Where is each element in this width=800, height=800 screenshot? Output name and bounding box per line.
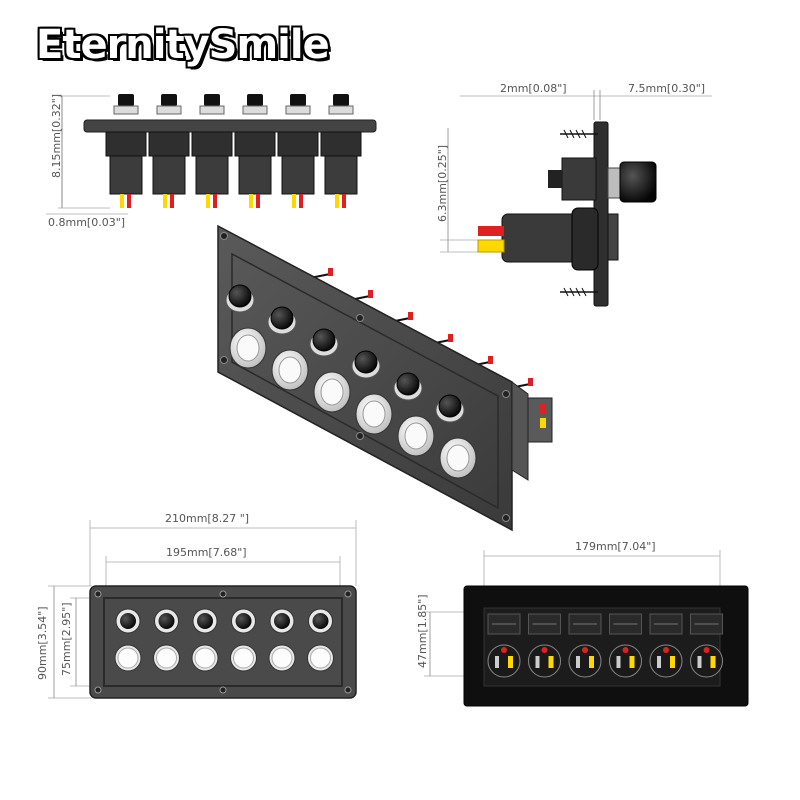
- socket-cap: [310, 647, 331, 669]
- yellow-terminal: [508, 656, 513, 668]
- perspective-switch: [351, 350, 393, 435]
- profile-switch-unit: [191, 94, 233, 208]
- red-terminal: [663, 647, 669, 653]
- panel-inner-width-label: 195mm[7.68"]: [166, 546, 247, 559]
- push-button: [197, 613, 213, 629]
- back-socket: [487, 644, 521, 678]
- yellow-terminal: [710, 656, 716, 668]
- perspective-switch: [393, 372, 435, 457]
- front-profile-view: 8.15mm[0.32"] 0.8mm[0.03"]: [46, 94, 377, 229]
- yellow-terminal: [670, 656, 675, 668]
- push-button: [274, 613, 290, 629]
- front-switch: [230, 608, 257, 672]
- perspective-switch: [267, 306, 309, 391]
- back-socket: [649, 644, 683, 678]
- push-button: [438, 394, 462, 418]
- side-thickness-label: 2mm[0.08"]: [500, 82, 567, 95]
- back-socket: [690, 644, 723, 678]
- red-terminal: [582, 647, 588, 653]
- back-switch-unit: [568, 613, 602, 678]
- connector-pin: [528, 378, 533, 386]
- back-switch-unit: [487, 613, 521, 678]
- profile-switch-unit: [320, 94, 362, 208]
- brand-logo: EternitySmile: [36, 22, 330, 68]
- front-view: 210mm[8.27 "] 195mm[7.68"] 90mm[3.54"] 7…: [36, 512, 357, 699]
- front-pin-label: 0.8mm[0.03"]: [48, 216, 125, 229]
- side-socket-label: 6.3mm[0.25"]: [436, 145, 449, 222]
- yellow-terminal: [629, 656, 635, 668]
- front-switch: [114, 608, 142, 672]
- panel-screw: [356, 314, 364, 322]
- front-depth-label: 8.15mm[0.32"]: [50, 94, 63, 178]
- side-button-label: 7.5mm[0.30"]: [628, 82, 705, 95]
- push-button: [396, 372, 420, 396]
- panel-screw: [219, 686, 227, 694]
- push-button: [312, 328, 336, 352]
- perspective-switch: [225, 284, 267, 369]
- profile-switch-unit: [234, 94, 276, 208]
- push-button: [120, 613, 136, 629]
- connector-pin: [488, 356, 493, 364]
- side-view: 2mm[0.08"] 7.5mm[0.30"] 6.3mm[0.25"]: [436, 82, 712, 307]
- push-button: [354, 350, 378, 374]
- connector-pin: [328, 268, 333, 276]
- panel-screw: [220, 232, 228, 240]
- red-terminal: [541, 647, 548, 653]
- socket-cap: [271, 647, 293, 669]
- back-socket: [609, 644, 642, 678]
- push-button: [158, 613, 175, 629]
- red-terminal: [622, 647, 629, 653]
- front-switch: [191, 608, 219, 672]
- panel-screw: [356, 432, 364, 440]
- yellow-terminal: [548, 656, 554, 668]
- perspective-switch: [435, 394, 477, 479]
- red-terminal: [501, 647, 507, 653]
- back-switch-unit: [609, 613, 642, 678]
- socket-cap: [194, 647, 216, 669]
- connector-pin: [408, 312, 413, 320]
- profile-switch-unit: [105, 94, 147, 208]
- back-width-label: 179mm[7.04"]: [575, 540, 656, 553]
- panel-screw: [94, 686, 102, 694]
- panel-outer-height-label: 90mm[3.54"]: [36, 606, 49, 680]
- panel-inner-height-label: 75mm[2.95"]: [60, 602, 73, 676]
- back-view: 179mm[7.04"] 47mm[1.85"]: [416, 540, 749, 707]
- panel-outer-width-label: 210mm[8.27 "]: [165, 512, 249, 525]
- push-button: [235, 613, 252, 629]
- perspective-view: [217, 224, 553, 532]
- back-switch-unit: [690, 613, 723, 678]
- socket-cap: [156, 647, 177, 669]
- back-socket: [568, 644, 602, 678]
- back-socket: [528, 644, 561, 678]
- connector-pin: [448, 334, 453, 342]
- front-switch: [153, 608, 180, 672]
- panel-screw: [502, 514, 510, 522]
- push-button: [270, 306, 294, 330]
- panel-screw: [344, 686, 352, 694]
- profile-switch-unit: [148, 94, 190, 208]
- back-switch-unit: [649, 613, 683, 678]
- push-button: [312, 613, 329, 629]
- socket-cap: [117, 647, 139, 669]
- panel-screw: [94, 590, 102, 598]
- front-switch: [268, 608, 296, 672]
- panel-screw: [220, 356, 228, 364]
- yellow-terminal: [589, 656, 594, 668]
- red-terminal: [703, 647, 710, 653]
- socket-cap: [233, 647, 254, 669]
- connector-pin: [368, 290, 373, 298]
- front-switch: [307, 608, 334, 672]
- panel-screw: [219, 590, 227, 598]
- panel-screw: [344, 590, 352, 598]
- panel-screw: [502, 390, 510, 398]
- perspective-switch: [309, 328, 351, 413]
- back-height-label: 47mm[1.85"]: [416, 594, 429, 668]
- push-button: [228, 284, 252, 308]
- back-switch-unit: [528, 613, 561, 678]
- profile-switch-unit: [277, 94, 319, 208]
